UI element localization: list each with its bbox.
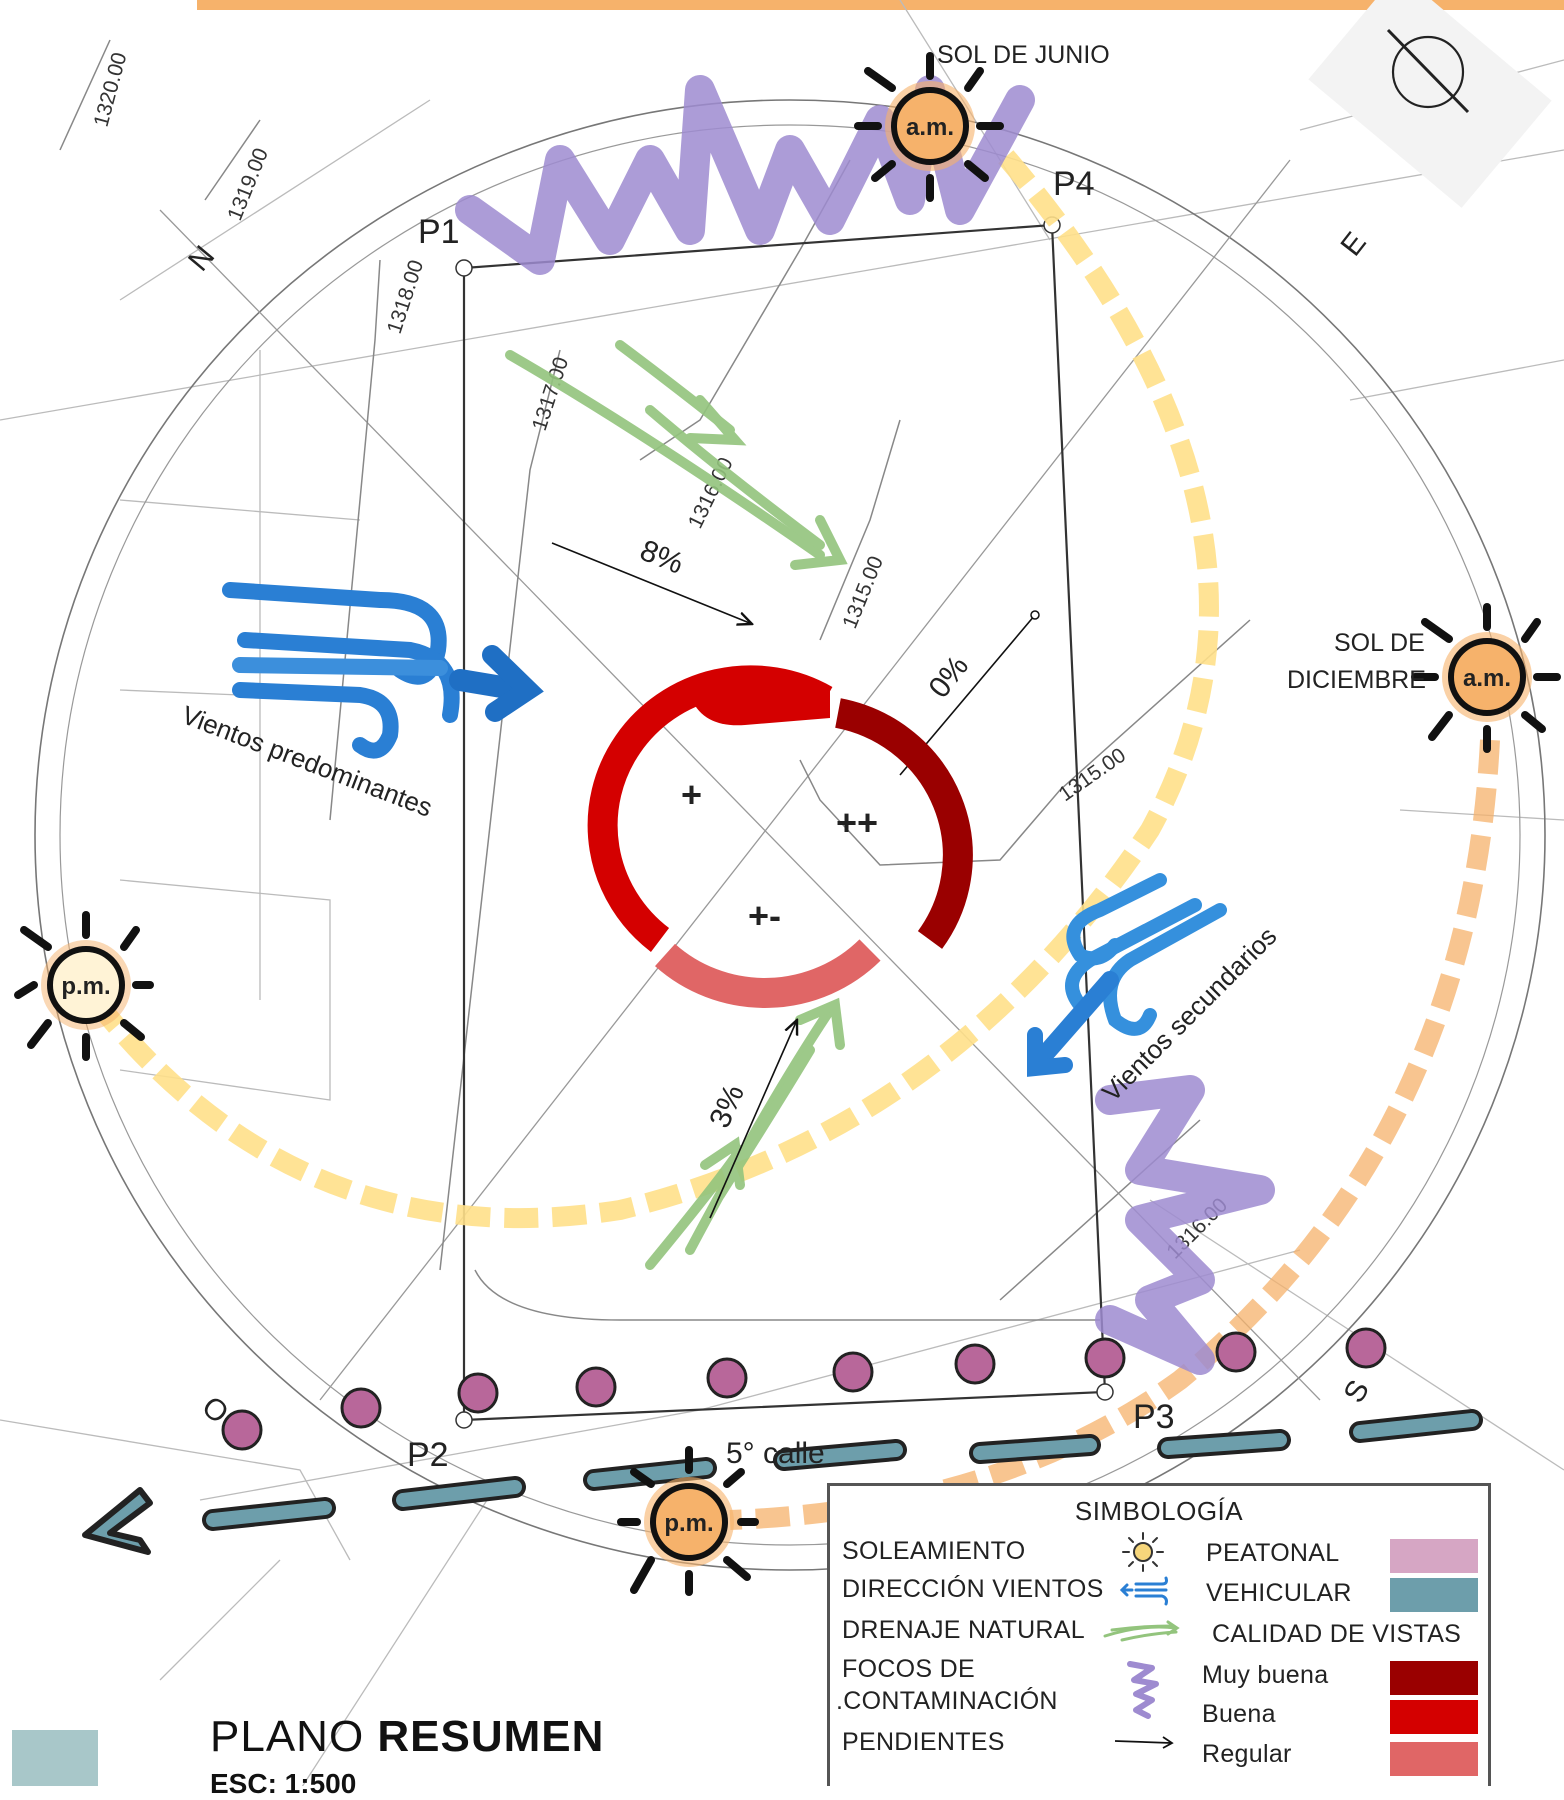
vertex-label-p3: P3 (1133, 1398, 1175, 1436)
legend-label-soleamiento: SOLEAMIENTO (842, 1537, 1026, 1565)
contour-label-1319: 1319.00 (223, 145, 273, 224)
legend-swatch-buena (1390, 1700, 1478, 1734)
sun-path-circle-inner (59, 124, 1521, 1546)
slope-arrow-3 (709, 1020, 797, 1219)
legend-label-focos-1: FOCOS DE (842, 1655, 975, 1683)
drainage-arrows-south (645, 997, 845, 1270)
top-accent-bar (197, 0, 1564, 10)
legend-label-vientos: DIRECCIÓN VIENTOS (842, 1575, 1104, 1603)
wind-icon-primary (222, 582, 544, 759)
street-inner-line (474, 1269, 1100, 1321)
vehicular-arrowhead-icon (82, 1487, 153, 1555)
legend-label-peatonal: PEATONAL (1206, 1539, 1340, 1567)
sun-icon-june-am: a.m. (854, 52, 1004, 202)
legend-sun-icon (1122, 1532, 1164, 1572)
sun-june-pm-label: p.m. (61, 973, 110, 1000)
slope-label-8: 8% (635, 534, 688, 581)
sun-december-pm-label: p.m. (664, 1510, 713, 1537)
legend-drainage-icon (1103, 1620, 1180, 1642)
legend-panel: SIMBOLOGÍA SOLEAMIENTO DIRECCIÓN VIENTOS… (827, 1483, 1491, 1786)
drainage-arrows-north (505, 340, 848, 570)
sun-icon-december-am: a.m. (1411, 603, 1561, 753)
corner-color-block (12, 1730, 98, 1786)
legend-pollution-icon (1127, 1661, 1159, 1719)
legend-wind-icon (1119, 1576, 1168, 1606)
view-arc-regular (655, 939, 881, 1008)
legend-swatch-regular (1390, 1742, 1478, 1776)
legend-swatch-vehicular (1390, 1578, 1478, 1612)
cardinal-north: N (182, 240, 221, 278)
plan-scale: ESC: 1:500 (210, 1768, 357, 1799)
sun-june-label: SOL DE JUNIO (937, 41, 1110, 69)
pedestrian-path (221, 1327, 1387, 1451)
legend-label-calidad: CALIDAD DE VISTAS (1212, 1620, 1462, 1648)
property-boundary (462, 223, 1107, 1422)
legend-label-muy-buena: Muy buena (1202, 1661, 1329, 1689)
legend-swatch-peatonal (1390, 1539, 1478, 1573)
slope-label-3: 3% (703, 1080, 751, 1133)
cardinal-east: E (1335, 226, 1373, 262)
contour-label-1318: 1318.00 (383, 257, 428, 336)
north-arrow-icon (1308, 0, 1552, 208)
sun-icon-june-pm: p.m. (14, 911, 154, 1061)
legend-swatch-muy-buena (1390, 1661, 1478, 1695)
sun-icon-december-pm: p.m. (617, 1446, 759, 1596)
legend-label-vehicular: VEHICULAR (1206, 1579, 1352, 1607)
vehicular-path-fill (206, 1413, 1479, 1527)
sun-december-label-2: DICIEMBRE (1287, 666, 1426, 694)
street-label: 5° calle (726, 1437, 825, 1470)
legend-label-pendientes: PENDIENTES (842, 1728, 1005, 1756)
cardinal-south: S (1337, 1375, 1376, 1409)
pollution-squiggle-east (1095, 1075, 1275, 1375)
plan-title-bold: RESUMEN (377, 1712, 605, 1761)
view-label-plusplus: ++ (836, 802, 878, 843)
slope-arrow-8 (551, 542, 752, 624)
view-arc-muy-buena (834, 698, 973, 949)
legend-label-drenaje: DRENAJE NATURAL (842, 1616, 1085, 1644)
legend-label-buena: Buena (1202, 1700, 1276, 1728)
wind-icon-secondary (1027, 873, 1227, 1077)
sun-december-am-label: a.m. (1463, 665, 1511, 692)
vertex-label-p4: P4 (1053, 165, 1095, 203)
sun-december-label-1: SOL DE (1334, 629, 1425, 657)
legend-label-focos-2: .CONTAMINACIÓN (836, 1687, 1058, 1715)
vertex-label-p2: P2 (407, 1436, 449, 1474)
sun-june-am-label: a.m. (906, 114, 954, 141)
view-quality-ring (587, 665, 973, 1008)
legend-slope-arrow-icon (1114, 1736, 1174, 1749)
legend-label-regular: Regular (1202, 1740, 1292, 1768)
contour-label-1320: 1320.00 (90, 50, 132, 129)
legend-title: SIMBOLOGÍA (1074, 1496, 1244, 1526)
plan-title: PLANO RESUMEN (210, 1712, 604, 1762)
sun-path-june (87, 143, 1219, 1229)
view-label-plusminus: +- (748, 895, 781, 936)
sun-path-circle-outer (34, 99, 1546, 1571)
view-label-plus: + (681, 774, 702, 815)
contour-label-1315a: 1315.00 (838, 553, 888, 632)
plan-title-light: PLANO (210, 1712, 378, 1761)
vertex-label-p1: P1 (418, 213, 460, 251)
view-arc-buena (587, 665, 833, 952)
contour-label-1315b: 1315.00 (1055, 744, 1130, 806)
view-ring-cap (692, 681, 830, 726)
cross-lines (159, 159, 1321, 1401)
